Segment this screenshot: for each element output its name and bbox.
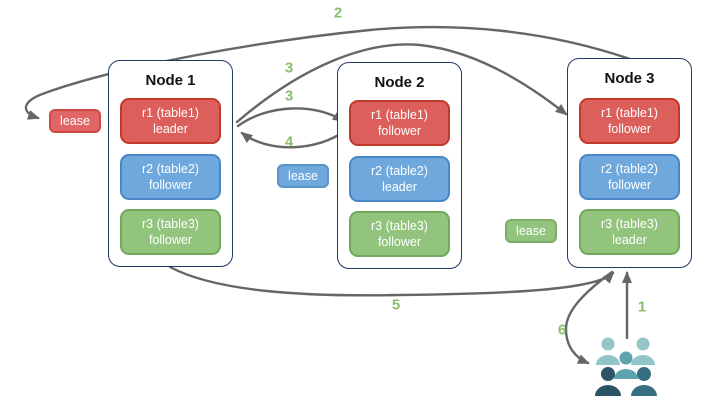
step-label-6: 6 — [557, 321, 567, 339]
arrow-step-5-node1-to-node3 — [168, 265, 615, 297]
replica-name: r1 (table1) — [371, 107, 428, 122]
node-1: Node 1 r1 (table1) leader r2 (table2) fo… — [108, 60, 233, 267]
node-1-title: Node 1 — [145, 72, 196, 89]
replica-role: follower — [148, 178, 193, 192]
node-3-replica-r1: r1 (table1) follower — [579, 98, 680, 144]
replica-role: follower — [148, 233, 193, 247]
lease-label: lease — [288, 169, 318, 183]
node-2-title: Node 2 — [374, 74, 425, 91]
replica-role: leader — [382, 180, 417, 194]
lease-badge-r2: lease — [277, 164, 329, 188]
replica-name: r2 (table2) — [142, 161, 199, 176]
users-group-icon — [595, 337, 657, 396]
replica-role: follower — [377, 235, 422, 249]
arrow-step-4-node2-to-leader — [240, 128, 348, 149]
node-2-replica-r1: r1 (table1) follower — [349, 100, 450, 146]
step-label-1: 1 — [637, 298, 647, 316]
step-label-4: 4 — [284, 133, 294, 151]
replica-name: r2 (table2) — [601, 161, 658, 176]
node-3: Node 3 r1 (table1) follower r2 (table2) … — [567, 58, 692, 268]
replica-role: follower — [607, 178, 652, 192]
replica-name: r1 (table1) — [142, 105, 199, 120]
step-label-2: 2 — [333, 4, 343, 22]
replica-name: r2 (table2) — [371, 163, 428, 178]
lease-label: lease — [60, 114, 90, 128]
lease-badge-r1: lease — [49, 109, 101, 133]
arrow-step-3-leader-to-node2 — [236, 107, 345, 128]
node-2-replica-r3: r3 (table3) follower — [349, 211, 450, 257]
lease-label: lease — [516, 224, 546, 238]
lease-badge-r3: lease — [505, 219, 557, 243]
step-label-5: 5 — [391, 296, 401, 314]
node-3-replica-r2: r2 (table2) follower — [579, 154, 680, 200]
step-label-3-to-node2: 3 — [284, 87, 294, 105]
replica-role: leader — [612, 233, 647, 247]
replica-name: r3 (table3) — [142, 216, 199, 231]
node-3-replica-r3: r3 (table3) leader — [579, 209, 680, 255]
node-2: Node 2 r1 (table1) follower r2 (table2) … — [337, 62, 462, 269]
node-1-replica-r1: r1 (table1) leader — [120, 98, 221, 144]
step-label-3-to-node3: 3 — [284, 59, 294, 77]
replica-role: follower — [377, 124, 422, 138]
node-2-replica-r2: r2 (table2) leader — [349, 156, 450, 202]
replica-name: r3 (table3) — [371, 218, 428, 233]
replica-role: follower — [607, 122, 652, 136]
replica-role: leader — [153, 122, 188, 136]
replica-name: r3 (table3) — [601, 216, 658, 231]
node-1-replica-r2: r2 (table2) follower — [120, 154, 221, 200]
node-1-replica-r3: r3 (table3) follower — [120, 209, 221, 255]
replica-name: r1 (table1) — [601, 105, 658, 120]
node-3-title: Node 3 — [604, 70, 655, 87]
